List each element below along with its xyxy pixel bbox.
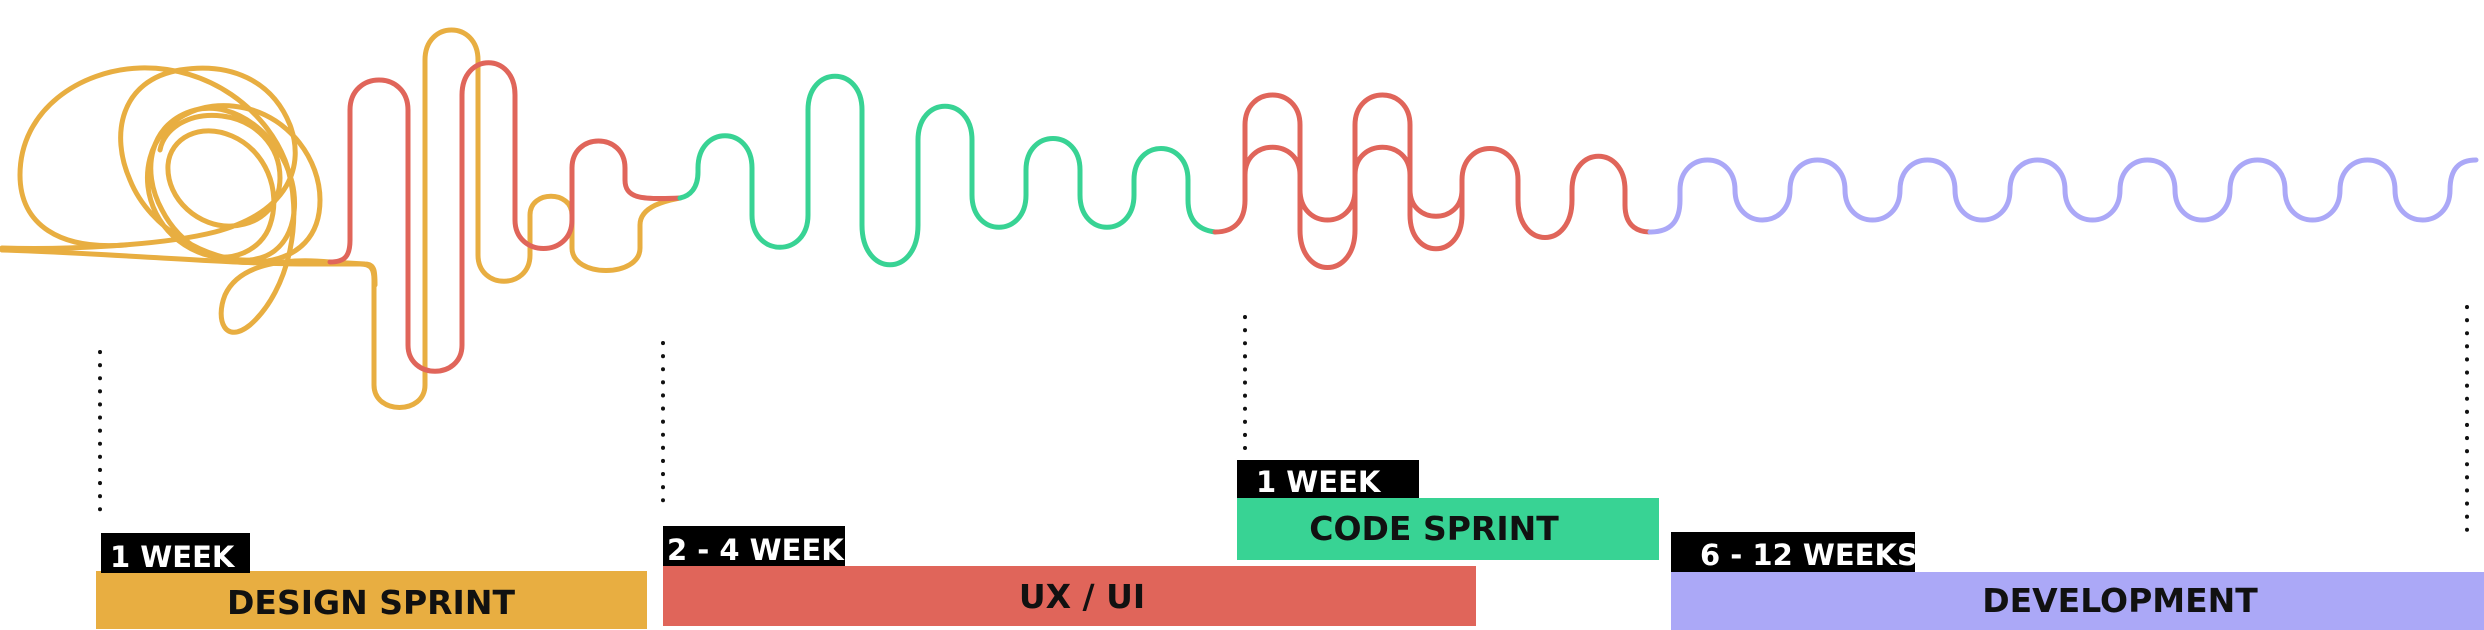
phase-name-dev: DEVELOPMENT [1982,581,2258,620]
dev-waves-line [1647,157,2479,235]
design-scribble [0,27,683,410]
ux-loops-first [327,60,683,374]
phase-bar-code [1237,498,1659,560]
duration-text-ux: 2 - 4 WEEKS [667,533,865,567]
duration-text-dev: 6 - 12 WEEKS [1700,538,1918,572]
code-loops-line [1212,92,1653,270]
phase-code-sprint: 1 WEEK CODE SPRINT [1237,460,1659,560]
code-loops-inner [1242,144,1465,223]
duration-label-ux [663,526,845,566]
phase-name-ux: UX / UI [1019,577,1145,616]
ux-waves-line [677,73,1218,268]
duration-text-design: 1 WEEK [110,540,236,574]
ux-waves [677,73,1218,268]
phase-ux-ui: 2 - 4 WEEKS UX / UI [663,526,1476,626]
phase-development: 6 - 12 WEEKS DEVELOPMENT [1671,532,2484,630]
dev-waves [1647,157,2479,235]
duration-label-code [1237,460,1419,498]
phase-design-sprint: 1 WEEK DESIGN SPRINT [96,533,647,629]
phase-name-code: CODE SPRINT [1309,509,1559,548]
phase-bar-ux [663,566,1476,626]
guide-lines [98,305,2469,532]
phase-bar-dev [1671,572,2484,630]
duration-label-dev [1671,532,1915,572]
phase-bar-design [96,571,647,629]
duration-text-code: 1 WEEK [1256,465,1382,499]
ux-loops [327,60,683,374]
code-loops [1212,92,1653,270]
phase-name-design: DESIGN SPRINT [227,583,515,622]
duration-label-design [101,533,250,573]
design-scribble-tail [0,27,683,410]
